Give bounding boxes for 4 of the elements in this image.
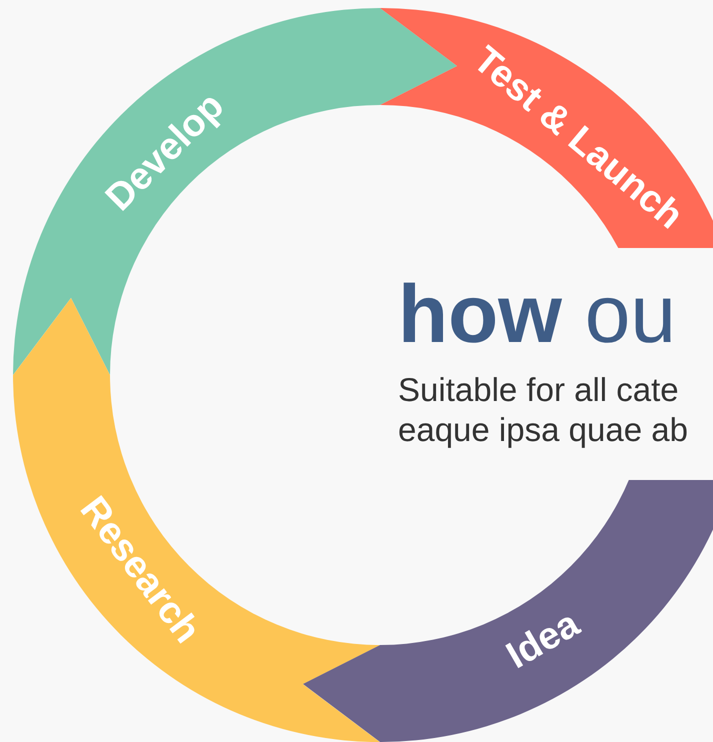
description-text: eaque ipsa quae ab xyxy=(398,410,688,450)
segment-label: Idea xyxy=(500,604,586,676)
description-text: Suitable for all cate xyxy=(398,370,680,410)
heading: how ou xyxy=(398,270,677,360)
